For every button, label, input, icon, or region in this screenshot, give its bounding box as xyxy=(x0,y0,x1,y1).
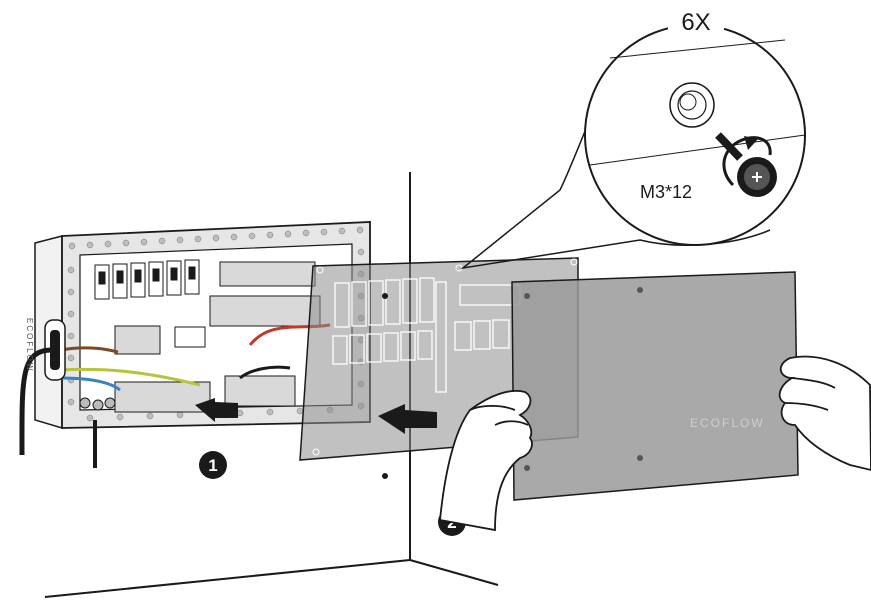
box-side-logo: ECOFLOW xyxy=(25,318,34,372)
screw-detail-callout: 6X M3*12 xyxy=(460,9,806,270)
step-1-badge: 1 xyxy=(199,451,227,479)
screw-spec-label: M3*12 xyxy=(640,182,692,202)
front-cover: ECOFLOW xyxy=(511,271,799,501)
hand-icon xyxy=(778,355,871,471)
junction-box: ECOFLOW xyxy=(19,221,371,468)
terminal-blocks xyxy=(114,261,321,413)
quantity-label: 6X xyxy=(681,9,710,36)
step-1-number: 1 xyxy=(208,456,217,475)
screw-hole xyxy=(669,82,715,128)
cover-logo: ECOFLOW xyxy=(690,416,765,430)
breaker-row xyxy=(94,259,200,300)
screw-icon xyxy=(715,132,777,197)
arrow-right-icon xyxy=(378,404,437,434)
rotation-arrow-icon xyxy=(722,136,772,187)
hand-icon xyxy=(439,390,533,532)
power-cable xyxy=(19,347,53,456)
screw-icon xyxy=(382,293,388,479)
ground-terminals xyxy=(79,397,116,411)
arrow-right-icon xyxy=(195,398,238,422)
cable-gland xyxy=(44,319,66,381)
